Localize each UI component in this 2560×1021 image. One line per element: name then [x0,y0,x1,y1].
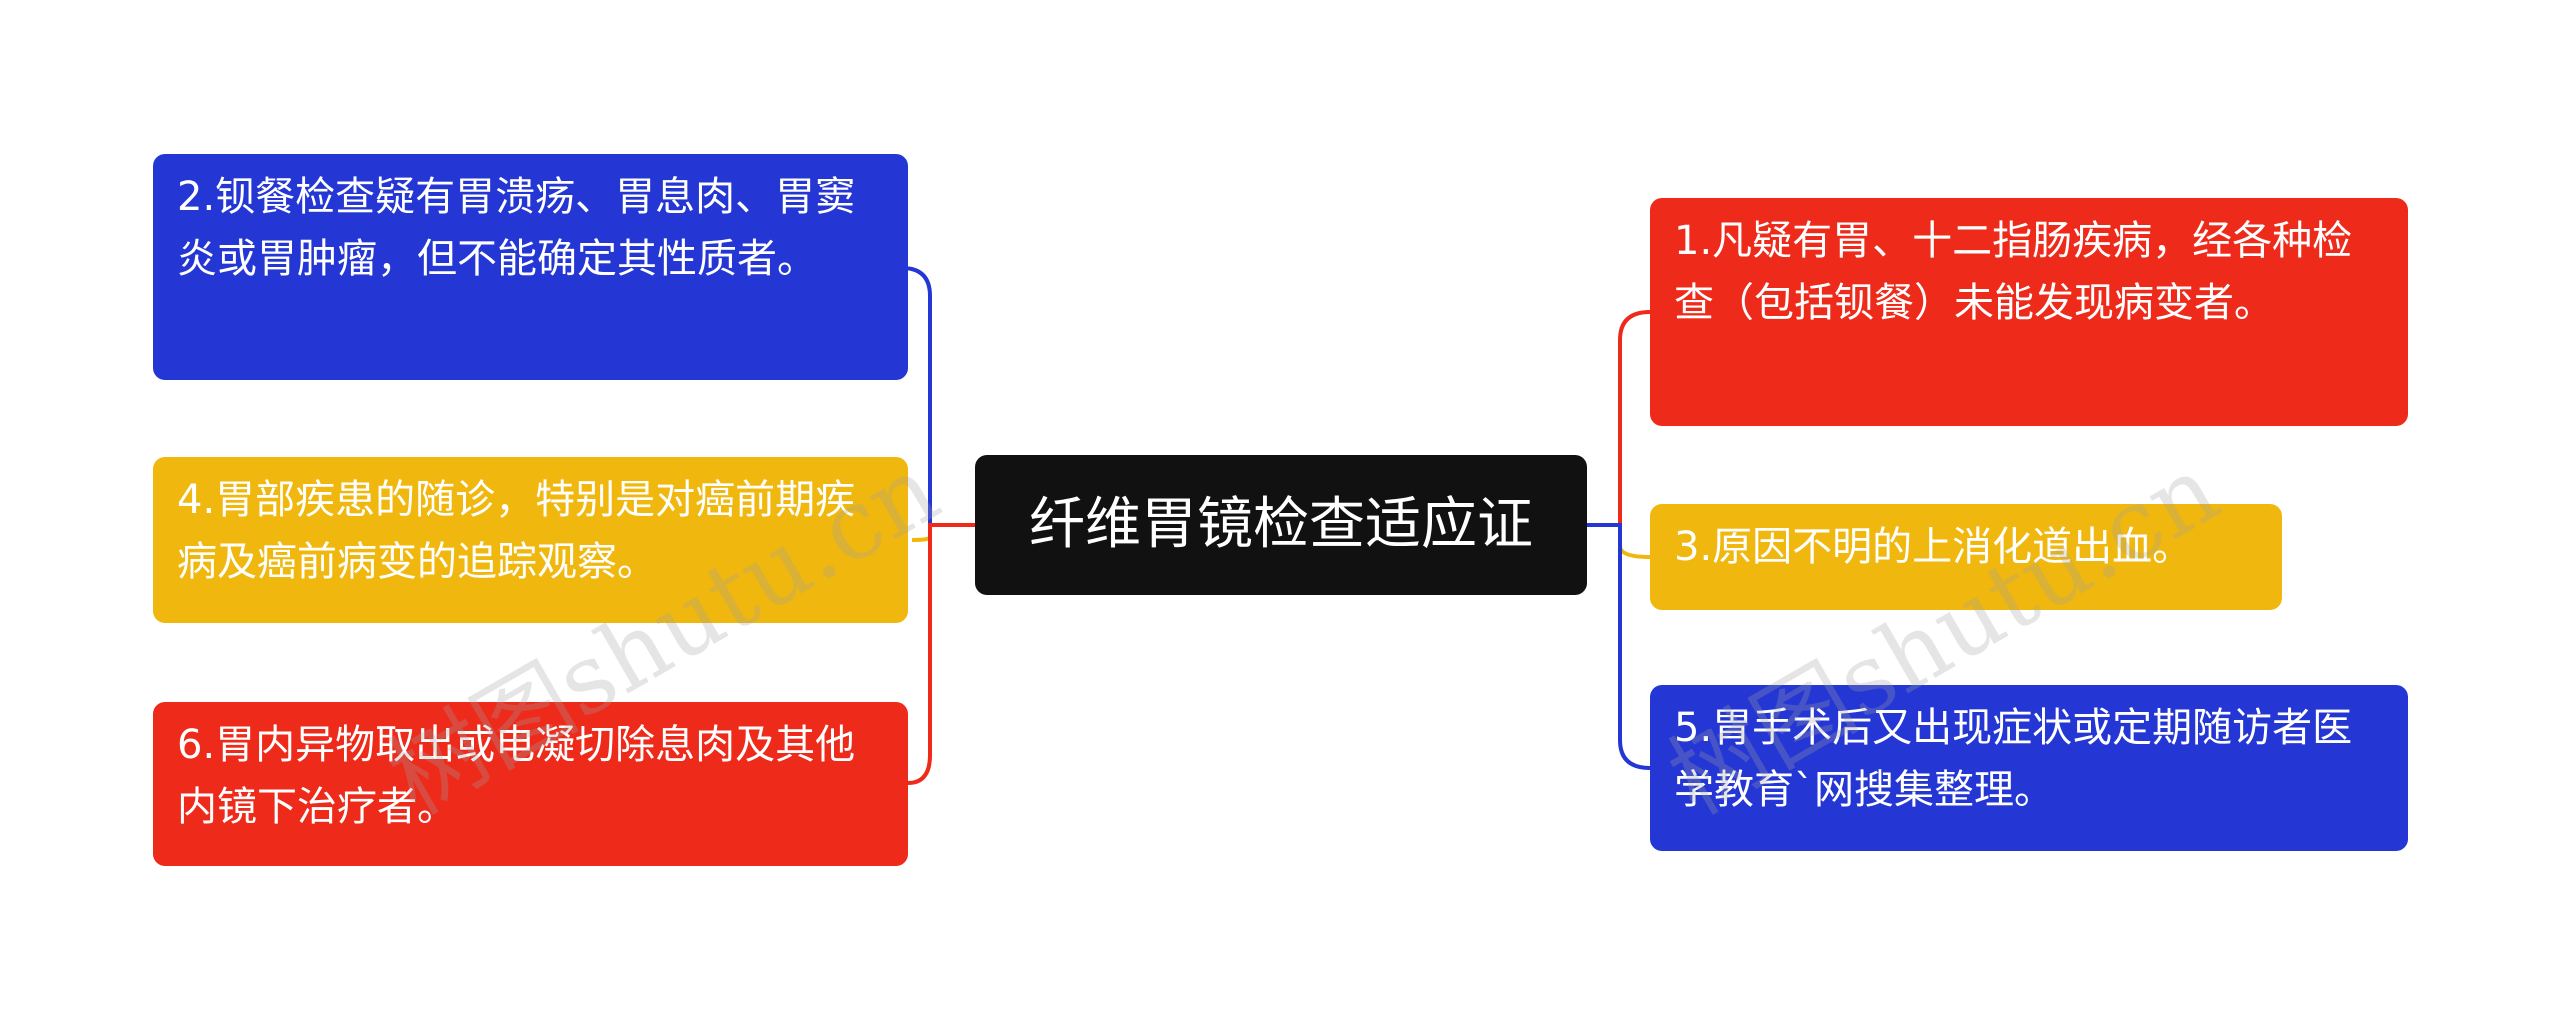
node-left-2-text: 2.钡餐检查疑有胃溃疡、胃息肉、胃窦炎或胃肿瘤，但不能确定其性质者。 [177,174,856,282]
node-left-6[interactable]: 6.胃内异物取出或电凝切除息肉及其他内镜下治疗者。 [153,702,908,866]
central-topic-title: 纤维胃镜检查适应证 [1029,492,1533,557]
connector-right-3 [1587,523,1651,770]
node-right-1-text: 1.凡疑有胃、十二指肠疾病，经各种检查（包括钡餐）未能发现病变者。 [1674,218,2353,326]
connector-left-1 [901,266,975,527]
connector-right-1 [1587,310,1651,527]
node-left-4-text: 4.胃部疾患的随诊，特别是对癌前期疾病及癌前病变的追踪观察。 [177,477,856,585]
node-left-6-text: 6.胃内异物取出或电凝切除息肉及其他内镜下治疗者。 [177,722,856,830]
node-right-1[interactable]: 1.凡疑有胃、十二指肠疾病，经各种检查（包括钡餐）未能发现病变者。 [1650,198,2408,426]
connector-left-2 [911,523,975,542]
node-right-5[interactable]: 5.胃手术后又出现症状或定期随访者医学教育`网搜集整理。 [1650,685,2408,851]
central-topic[interactable]: 纤维胃镜检查适应证 [975,455,1587,595]
node-left-4[interactable]: 4.胃部疾患的随诊，特别是对癌前期疾病及癌前病变的追踪观察。 [153,457,908,623]
node-right-3[interactable]: 3.原因不明的上消化道出血。 [1650,504,2282,610]
node-right-3-text: 3.原因不明的上消化道出血。 [1674,524,2193,570]
connector-left-3 [907,523,975,785]
node-right-5-text: 5.胃手术后又出现症状或定期随访者医学教育`网搜集整理。 [1674,705,2353,813]
node-left-2[interactable]: 2.钡餐检查疑有胃溃疡、胃息肉、胃窦炎或胃肿瘤，但不能确定其性质者。 [153,154,908,380]
